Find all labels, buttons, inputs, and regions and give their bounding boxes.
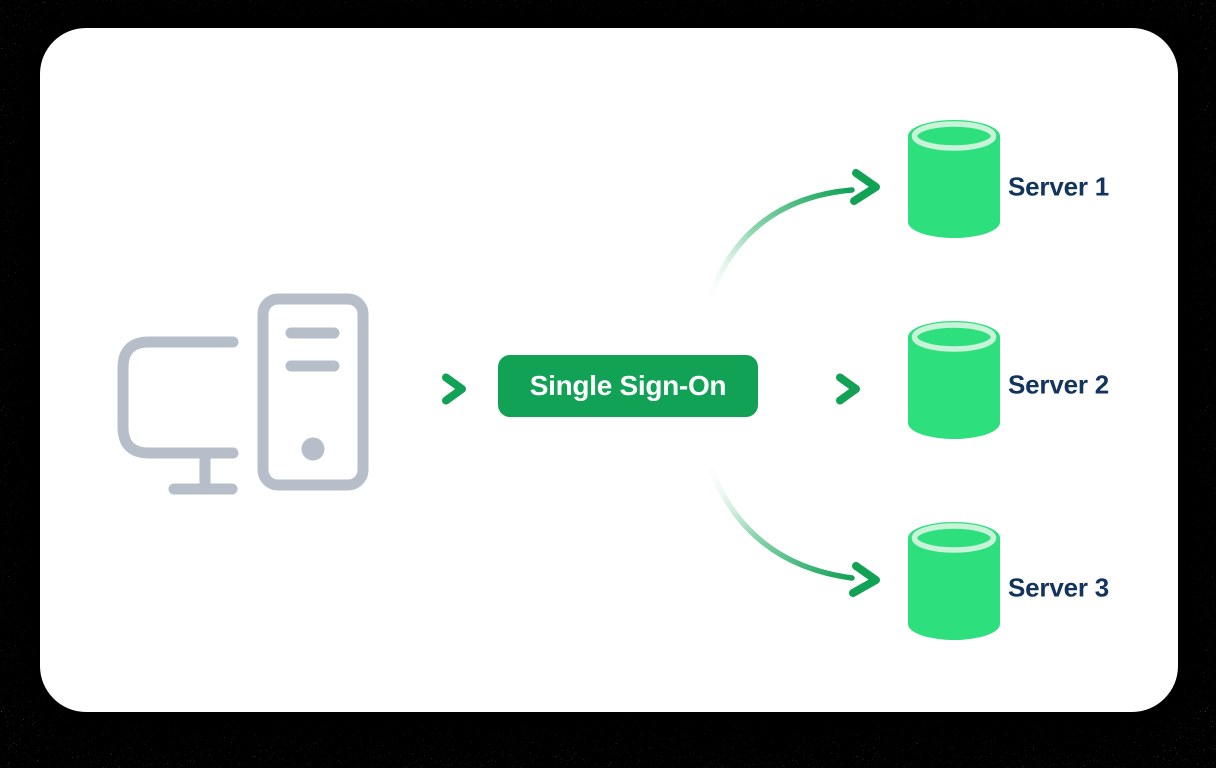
desktop-computer-icon (117, 293, 369, 495)
cylinder-body (908, 321, 1000, 439)
single-sign-on-box: Single Sign-On (498, 355, 758, 417)
cylinder-rim (911, 523, 997, 553)
arrow-sso-to-server1-icon (708, 169, 880, 297)
arrow-shaft (708, 466, 855, 581)
arrow-head (442, 373, 466, 405)
arrow-sso-to-server3-icon (708, 466, 880, 597)
cylinder-body (908, 522, 1000, 640)
server2-database-icon (908, 321, 1000, 439)
server-2-label: Server 2 (1008, 369, 1110, 400)
tower-outline (257, 293, 369, 491)
arrow-shaft (708, 187, 855, 297)
arrow-head (849, 562, 880, 597)
cylinder-body (908, 120, 1000, 238)
arrow-client-to-sso-icon (381, 373, 466, 405)
arrow-sso-to-server2-icon (772, 373, 860, 405)
server1-database-icon (908, 120, 1000, 238)
cylinder-rim (911, 322, 997, 352)
monitor-outline (117, 336, 239, 459)
arrow-head (836, 373, 860, 405)
server-1-label: Server 1 (1008, 171, 1110, 202)
server-3-label: Server 3 (1008, 572, 1110, 603)
arrow-head (850, 169, 880, 205)
server3-database-icon (908, 522, 1000, 640)
single-sign-on-label: Single Sign-On (529, 370, 727, 401)
cylinder-rim (911, 121, 997, 151)
tower-power-button (301, 437, 325, 461)
